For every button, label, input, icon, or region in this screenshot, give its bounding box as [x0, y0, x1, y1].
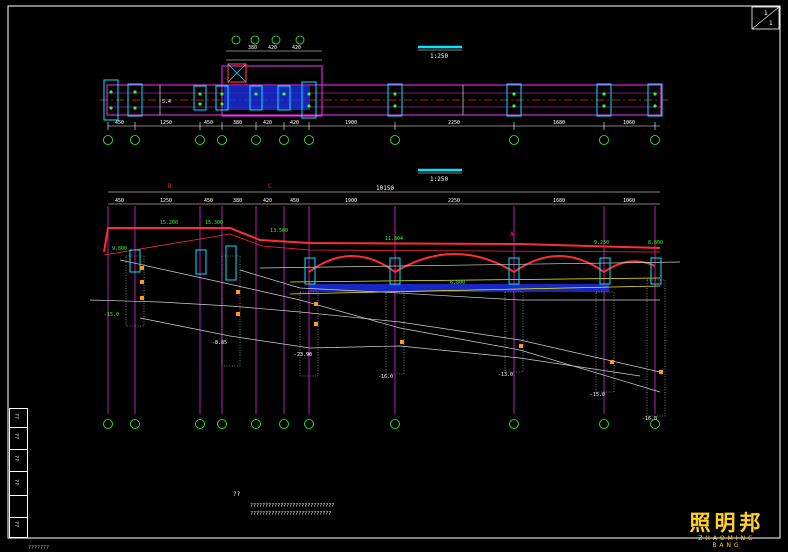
title-block-cell: ?? — [13, 479, 19, 486]
level-label: 9.800 — [112, 246, 127, 252]
level-label: 9.250 — [594, 240, 609, 246]
level-label: 13.500 — [270, 228, 288, 234]
section-mark-a: A — [510, 231, 514, 238]
plan-top-dim: 420 — [292, 45, 301, 51]
sheet-index-bottom: 1 — [769, 20, 773, 27]
notes-label: ?? — [233, 491, 241, 498]
pile-columns — [125, 255, 666, 417]
level-label: 15.300 — [205, 220, 223, 226]
plan-dim: 450 — [115, 120, 124, 126]
plan-dim: 420 — [263, 120, 272, 126]
elevation-span-dim: 380 — [233, 198, 242, 204]
depth-label: -8.85 — [212, 340, 227, 346]
title-block-cell: ?? — [13, 455, 19, 462]
pier-shafts — [129, 245, 662, 285]
plan-dim: 420 — [290, 120, 299, 126]
elevation-span-dim: 1900 — [345, 198, 357, 204]
sheet-index: 1 1 — [751, 6, 780, 30]
elevation-span-dim: 1680 — [553, 198, 565, 204]
watermark-sub: ZHAOMING BANG — [698, 535, 756, 549]
level-label: 15.200 — [160, 220, 178, 226]
watermark-logo: 照明邦 ZHAOMING BANG — [686, 511, 768, 549]
plan-dim: 1900 — [345, 120, 357, 126]
drawing-frame — [7, 5, 781, 539]
general-notes: ?? ???????????????????????????? ????????… — [233, 491, 334, 517]
depth-label: -16.0 — [642, 416, 657, 422]
elevation-span-dim: 450 — [115, 198, 124, 204]
plan-top-dim: 380 — [248, 45, 257, 51]
elevation-span-dim: 420 — [263, 198, 272, 204]
plan-dim: 450 — [204, 120, 213, 126]
footer-text: ??????? — [28, 545, 50, 551]
title-block: ?? ?? ?? ?? ?? — [9, 408, 28, 538]
ground-lines — [89, 259, 681, 393]
depth-label: -15.0 — [104, 312, 119, 318]
elevation-span-dim: 450 — [290, 198, 299, 204]
section-mark-c: C — [268, 183, 272, 190]
plan-scale: 1:250 — [430, 53, 448, 60]
elevation-axes — [103, 419, 660, 429]
plan-dim: 1250 — [160, 120, 172, 126]
sheet-index-top: 1 — [764, 10, 768, 17]
title-block-cell: ?? — [13, 521, 19, 528]
depth-label: -13.0 — [498, 372, 513, 378]
elevation-total-dim: 10150 — [376, 185, 394, 192]
plan-axes — [103, 135, 660, 145]
depth-label: -23.90 — [294, 352, 312, 358]
plan-dim: 380 — [233, 120, 242, 126]
elevation-view: 1:250 10150 450 1250 450 380 420 450 190… — [89, 168, 681, 429]
section-mark-b: B — [168, 183, 172, 190]
notes-line-2: ??????????????????????????? — [250, 511, 331, 517]
plan-dim: 2250 — [448, 120, 460, 126]
title-block-cell: ?? — [13, 413, 19, 420]
plan-side-dim: 5.4 — [162, 99, 171, 105]
plan-platform — [221, 65, 323, 117]
level-label: 8.800 — [648, 240, 663, 246]
title-block-cell: ?? — [13, 433, 19, 440]
elevation-scale: 1:250 — [430, 176, 448, 183]
watermark-main: 照明邦 — [689, 511, 765, 535]
elevation-axis-lines — [107, 206, 656, 414]
depth-label: -15.0 — [590, 392, 605, 398]
level-label: 6.800 — [450, 280, 465, 286]
depth-label: -16.0 — [378, 374, 393, 380]
lower-deck-water — [309, 284, 609, 292]
elevation-span-dim: 450 — [204, 198, 213, 204]
level-label: 11.804 — [385, 236, 403, 242]
plan-dim: 1680 — [553, 120, 565, 126]
elevation-span-dim: 1250 — [160, 198, 172, 204]
elevation-span-dim: 1060 — [623, 198, 635, 204]
plan-piers — [103, 79, 663, 121]
plan-top-axes — [231, 35, 305, 45]
bearing-marks — [140, 266, 663, 374]
notes-line-1: ???????????????????????????? — [250, 503, 334, 509]
elevation-span-dim: 2250 — [448, 198, 460, 204]
plan-top-dim: 420 — [268, 45, 277, 51]
plan-view: 1:250 380 420 420 — [100, 35, 668, 145]
plan-dim: 1060 — [623, 120, 635, 126]
plan-dim-ticks — [107, 122, 656, 130]
upper-deck — [103, 227, 661, 256]
